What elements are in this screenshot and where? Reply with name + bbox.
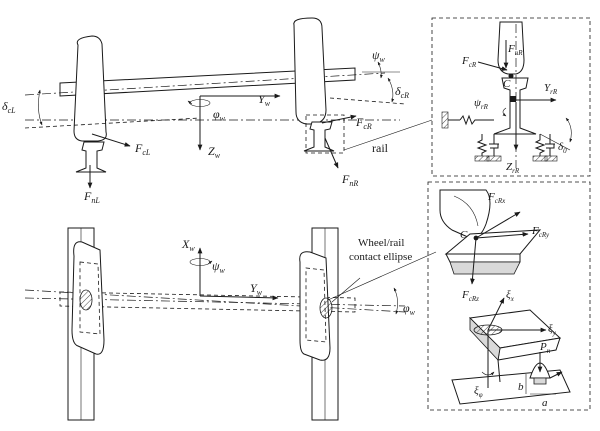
inset-label-xi-x: ξx (506, 289, 515, 303)
label-delta-cL: δcL (2, 99, 16, 115)
inset-contact-forces (441, 21, 573, 168)
label-phi-w2: φw (403, 301, 416, 317)
inset-label-FcRx: FcRx (487, 191, 506, 205)
inset-label-psirR: ψrR (474, 97, 489, 111)
label-Y-w2: Yw (250, 281, 263, 297)
wheelset-side-view (24, 17, 433, 189)
label-delta-cR: δcR (395, 84, 409, 100)
inset-label-delta0: δ0 (558, 141, 567, 155)
label-Y-w: Yw (258, 92, 271, 108)
inset-label-b: b (518, 381, 524, 393)
inset-label-Pn: Pn (539, 341, 551, 355)
label-F-cL: FcL (134, 141, 151, 157)
label-contact-ellipse-line1: Wheel/rail (358, 237, 404, 249)
inset-creep (439, 189, 571, 405)
label-psi-w: ψw (372, 48, 385, 64)
label-F-nR: FnR (341, 172, 358, 188)
label-contact-ellipse-line2: contact ellipse (349, 251, 412, 263)
wheelset-top-view (24, 227, 437, 421)
label-F-nL: FnL (83, 189, 100, 205)
label-psi-w2: ψw (212, 259, 225, 275)
inset-label-ZrR: ZrR (506, 161, 520, 175)
label-X-w: Xw (181, 237, 195, 253)
inset-label-FnR: FnR (507, 43, 523, 57)
inset-label-C2: C (460, 229, 468, 241)
label-Z-w: Zw (208, 144, 221, 160)
inset-label-xi-y: ξy (548, 323, 557, 337)
label-phi-w: φw (213, 107, 226, 123)
inset-contact-forces-box (431, 17, 591, 177)
label-F-cR: FcR (355, 115, 372, 131)
inset-label-FcRz: FcRz (461, 289, 479, 303)
inset-label-a: a (542, 397, 548, 409)
inset-label-YrR: YrR (544, 82, 558, 96)
inset-creep-box (427, 181, 591, 411)
label-rail: rail (372, 141, 389, 155)
inset-label-C: C (503, 78, 511, 90)
inset-label-xi-phi: ξφ (474, 385, 483, 399)
inset-label-FcR: FcR (461, 55, 477, 69)
inset-label-FcRy: FcRy (531, 225, 550, 239)
